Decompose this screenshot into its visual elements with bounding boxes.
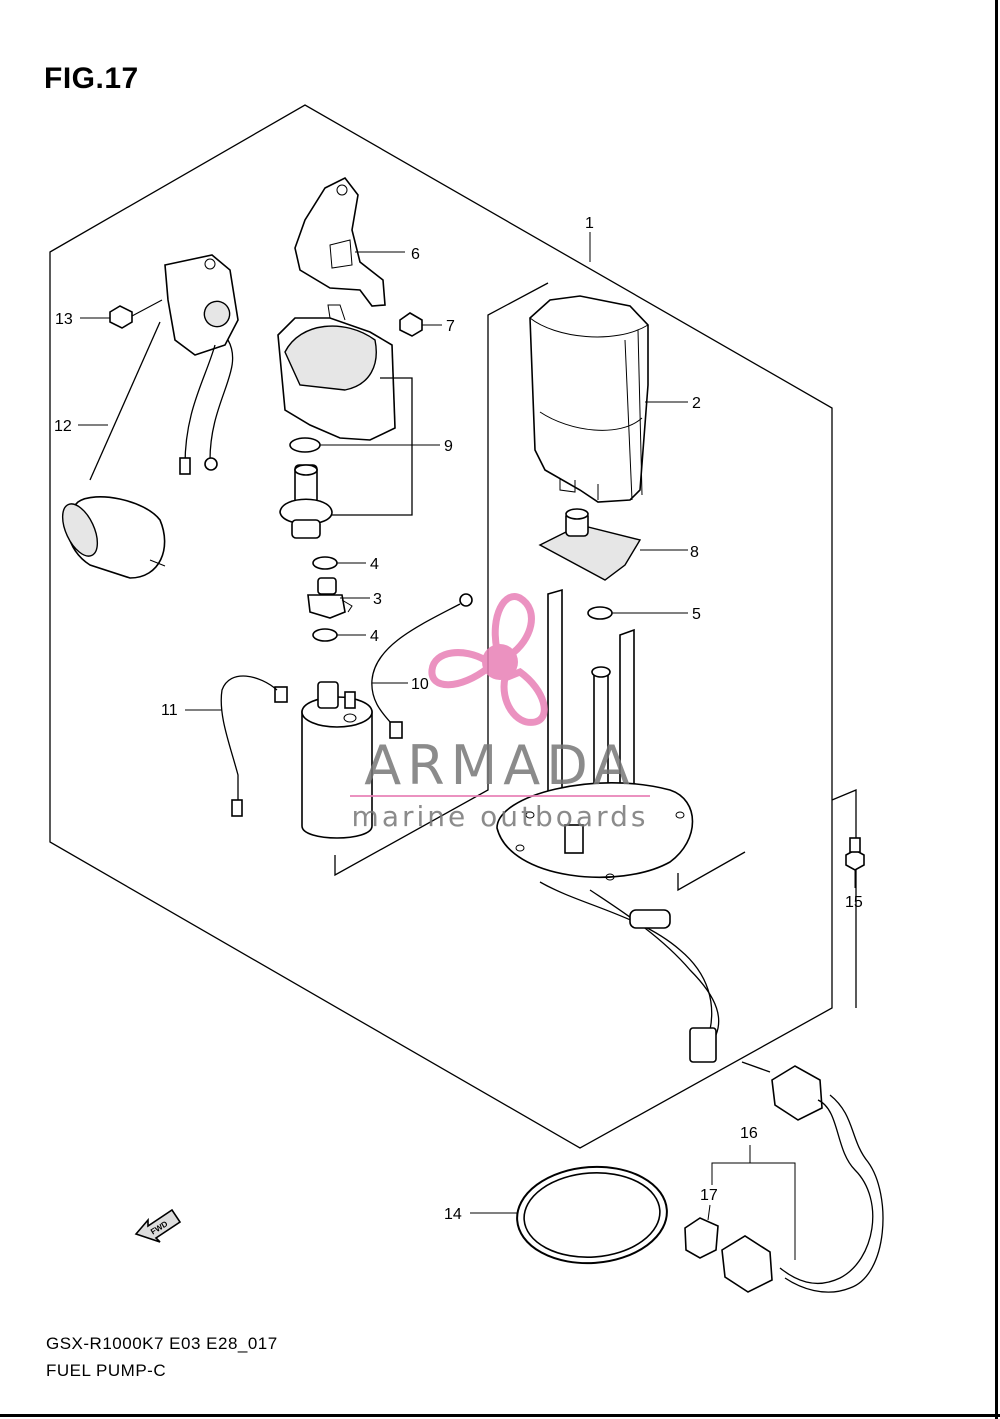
fuel-filter-part-8 [538,508,642,581]
frame-right-border [995,0,998,1419]
callout-labels: 1 2 3 4 4 5 6 7 8 9 10 11 12 13 14 15 16… [54,215,863,1223]
assembly-outline [49,104,833,1149]
callout-15: 15 [845,894,863,911]
callout-4-upper: 4 [370,556,379,573]
watermark-brand: ARMADA [364,734,636,797]
pump-base-plate [496,588,694,881]
frame-bottom-border [0,1414,1000,1417]
bracket-part-6 [294,176,386,307]
wire-lead-part-10 [371,593,473,739]
o-ring-part-5 [587,606,613,620]
bolt-part-15 [845,837,865,871]
propeller-logo-icon [428,593,548,726]
joint-part-3 [307,577,353,619]
pressure-regulator [279,464,333,539]
wire-lead-part-11 [220,675,288,817]
callout-10: 10 [411,676,429,693]
callout-1: 1 [585,215,594,232]
callout-13: 13 [55,311,73,328]
callout-8: 8 [690,544,699,561]
wiring-harness [539,881,720,1063]
o-ring-part-4-upper [312,556,338,570]
callout-2: 2 [692,395,701,412]
callout-17: 17 [700,1187,718,1204]
callout-3: 3 [373,591,382,608]
model-code: GSX-R1000K7 E03 E28_017 [46,1334,278,1353]
callout-16: 16 [740,1125,758,1142]
leader-lines [78,232,856,1260]
callout-7: 7 [446,318,455,335]
clip-part-17 [684,1217,719,1259]
watermark-tagline: marine outboards [352,800,649,833]
callout-11: 11 [161,702,178,719]
screw-part-13 [109,299,163,329]
forward-direction-arrow: FWD [134,1208,182,1243]
fuel-pump-motor [301,681,373,839]
callout-9: 9 [444,438,453,455]
fuel-level-sender-part-12 [61,254,239,579]
callout-4-lower: 4 [370,628,379,645]
fuel-hose-part-16 [721,1061,884,1293]
screw-part-7 [399,312,423,337]
o-ring-part-4-lower [312,628,338,642]
armada-watermark: ARMADA marine outboards [350,593,650,833]
callout-6: 6 [411,246,420,263]
callout-14: 14 [444,1206,462,1223]
regulator-housing [277,304,413,516]
diagram-name: FUEL PUMP-C [46,1361,167,1380]
gasket-part-14 [516,1165,668,1265]
callout-12: 12 [54,418,72,435]
sub-assembly-bracket [334,282,857,1008]
callout-5: 5 [692,606,701,623]
o-ring-part-9 [289,437,321,453]
figure-title: FIG.17 [44,62,139,95]
fuel-pump-case-part-2 [529,295,649,503]
